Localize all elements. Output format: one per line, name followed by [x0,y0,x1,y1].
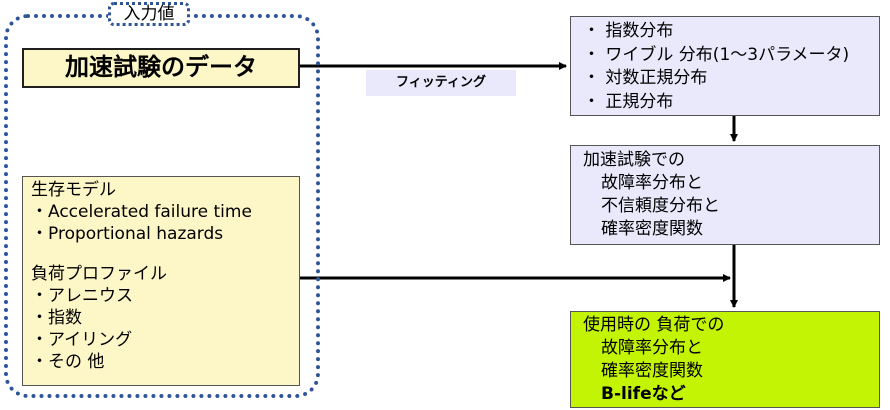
dist-item-exponential: ・ 指数分布 [583,21,674,41]
other-item: ・その 他 [31,352,105,372]
use-line-3: 確率密度関数 [601,361,703,381]
test-data-box: 加速試験のデータ [22,48,300,88]
spacer [31,245,291,263]
distribution-box: ・ 指数分布 ・ ワイブル 分布(1～3パラメータ) ・ 対数正規分布 ・ 正規… [570,16,880,116]
accel-line-3: 不信頼度分布と [601,196,720,216]
use-line-4: B-lifeなど [601,384,686,404]
dist-item-lognormal: ・ 対数正規分布 [583,68,708,88]
arrhenius-item: ・アレニウス [31,286,133,306]
load-profile-heading: 負荷プロファイル [31,264,167,284]
use-line-1: 使用時の 負荷での [583,315,725,335]
ph-item: ・Proportional hazards [31,224,224,244]
dist-item-weibull: ・ ワイブル 分布(1～3パラメータ) [583,44,850,65]
eyring-item: ・アイリング [31,330,133,350]
model-input-box: 生存モデル ・Accelerated failure time ・Proport… [22,176,300,386]
dist-item-normal: ・ 正規分布 [583,91,674,112]
fitting-label: フィッティング [366,70,516,96]
survival-model-heading: 生存モデル [31,180,116,200]
accel-line-1: 加速試験での [583,150,685,170]
accel-line-2: 故障率分布と [601,173,703,193]
accel-line-4: 確率密度関数 [601,219,703,239]
exponential-item: ・指数 [31,308,82,328]
use-condition-box: 使用時の 負荷での 故障率分布と 確率密度関数 B-lifeなど [570,311,880,408]
accelerated-result-box: 加速試験での 故障率分布と 不信頼度分布と 確率密度関数 [570,145,880,245]
input-group-title: 入力値 [108,2,190,26]
aft-item: ・Accelerated failure time [31,202,252,222]
use-line-2: 故障率分布と [601,338,703,358]
